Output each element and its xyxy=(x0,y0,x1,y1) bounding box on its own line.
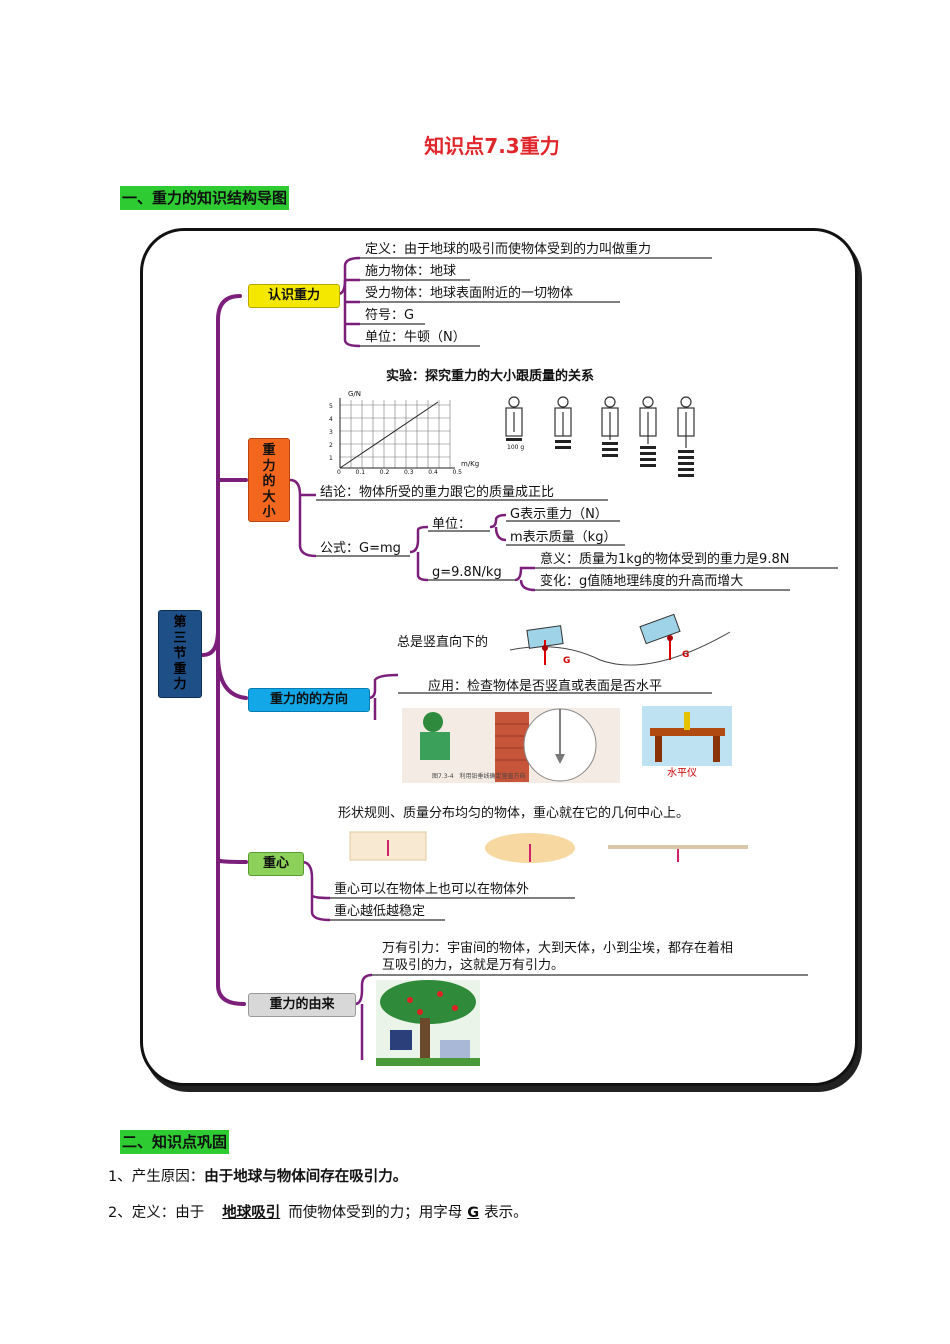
graph-xlabel: m/Kg xyxy=(461,460,480,468)
section-heading-mindmap: 一、重力的知识结构导图 xyxy=(120,186,290,210)
b2-unit-m: m表示质量（kg） xyxy=(510,530,617,545)
section-heading-review: 二、知识点巩固 xyxy=(120,1130,230,1154)
page-title: 知识点7.3重力 xyxy=(424,134,560,158)
question-2-answer-1: 地球吸引 xyxy=(222,1205,281,1221)
b4-inside-outside: 重心可以在物体上也可以在物体外 xyxy=(334,882,530,897)
b1-symbol: 符号：G xyxy=(365,308,415,323)
branch-center-of-gravity: 重心 xyxy=(248,852,304,876)
plumb-caption: 图7.3-4 利用铅垂线确定竖直方向 xyxy=(432,773,526,780)
b2-conclusion: 结论：物体所受的重力跟它的质量成正比 xyxy=(320,485,555,500)
b5-text-line1: 万有引力：宇宙间的物体，大到天体，小到尘埃，都存在着相 xyxy=(382,941,734,956)
question-1-answer: 由于地球与物体间存在吸引力。 xyxy=(204,1169,408,1185)
b2-unit: 单位： xyxy=(432,517,472,532)
b4-rule: 形状规则、质量分布均匀的物体，重心就在它的几何中心上。 xyxy=(338,806,690,821)
mindmap-card xyxy=(140,228,858,1086)
question-2-answer-2: G xyxy=(467,1205,480,1221)
b1-exerter: 施力物体：地球 xyxy=(365,264,457,279)
b2-formula: 公式：G=mg xyxy=(320,541,401,556)
b1-definition: 定义：由于地球的吸引而使物体受到的力叫做重力 xyxy=(365,242,652,257)
branch-gravity-magnitude: 重力的大小 xyxy=(248,438,290,522)
g-label-2: G xyxy=(682,650,690,660)
b2-g-meaning: 意义：质量为1kg的物体受到的重力是9.8N xyxy=(540,552,790,567)
b1-receiver: 受力物体：地球表面附近的一切物体 xyxy=(365,286,574,301)
b2-g-value: g=9.8N/kg xyxy=(432,565,502,580)
root-node: 第三节重力 xyxy=(158,610,202,698)
graph-ylabel: G/N xyxy=(348,390,362,398)
question-1: 1、产生原因：由于地球与物体间存在吸引力。 xyxy=(108,1169,408,1185)
b2-unit-g: G表示重力（N） xyxy=(510,507,608,522)
b1-unit: 单位：牛顿（N） xyxy=(365,330,466,345)
spring-mass-label: 100 g xyxy=(507,444,525,451)
level-caption: 水平仪 xyxy=(667,768,697,779)
branch-origin-of-gravity: 重力的由来 xyxy=(248,993,356,1017)
b2-experiment: 实验：探究重力的大小跟质量的关系 xyxy=(386,369,595,384)
b4-lower-stable: 重心越低越稳定 xyxy=(334,904,426,919)
b2-g-change: 变化：g值随地理纬度的升高而增大 xyxy=(540,574,744,589)
b5-text-line2: 互吸引的力，这就是万有引力。 xyxy=(382,958,565,973)
b3-always-down: 总是竖直向下的 xyxy=(397,635,489,650)
branch-recognize-gravity: 认识重力 xyxy=(248,284,340,308)
g-label-1: G xyxy=(563,656,571,666)
b3-application: 应用：检查物体是否竖直或表面是否水平 xyxy=(428,679,663,694)
branch-gravity-direction: 重力的的方向 xyxy=(248,688,370,712)
